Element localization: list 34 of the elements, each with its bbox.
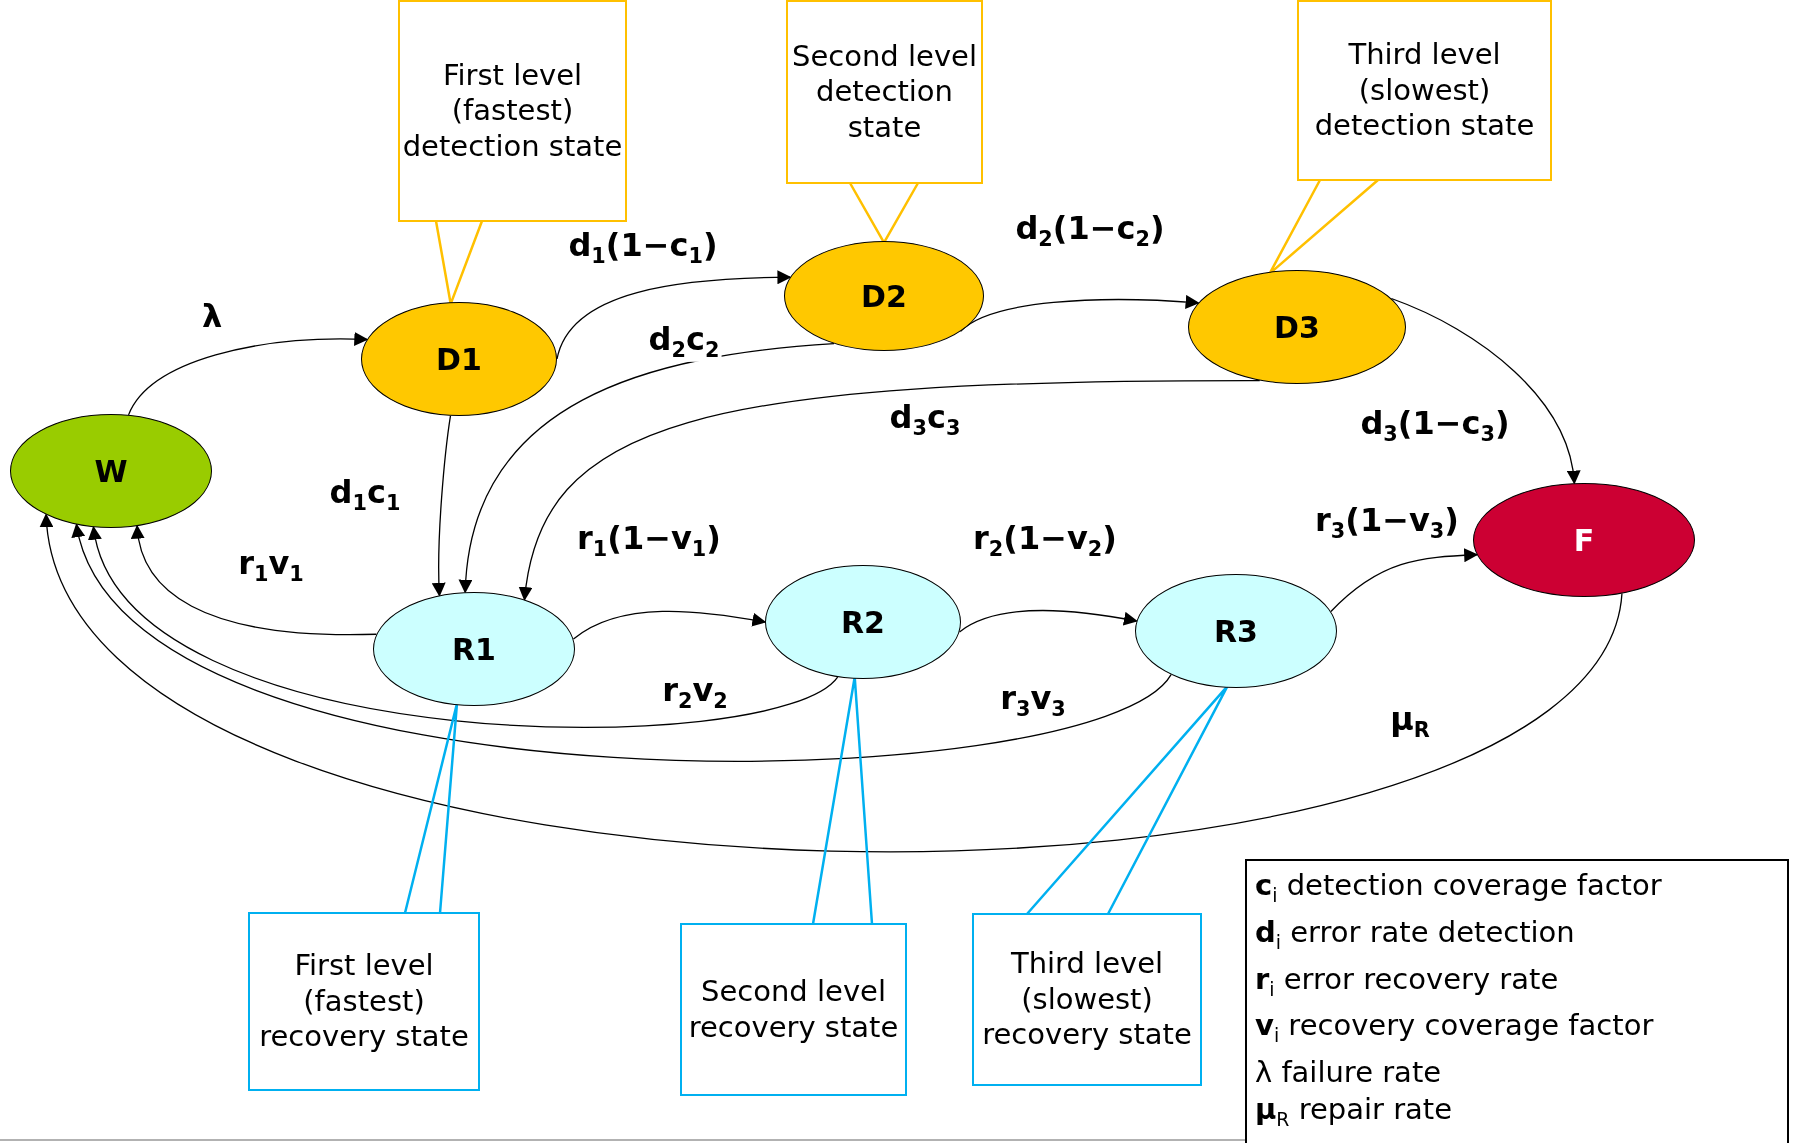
key-entry: v$_{i}$ recovery coverage factor bbox=[1255, 1007, 1655, 1049]
transition-arrow bbox=[556, 270, 792, 360]
callout-box bbox=[680, 923, 907, 1096]
state-label: W bbox=[94, 453, 128, 489]
state-label: R1 bbox=[452, 631, 496, 667]
state-label: F bbox=[1573, 522, 1595, 558]
transition-arrow bbox=[572, 610, 767, 640]
transition-arrow bbox=[459, 343, 835, 594]
state-label: D1 bbox=[436, 341, 482, 377]
state-label: R2 bbox=[841, 604, 885, 640]
key-entry: d$_{i}$ error rate detection bbox=[1255, 913, 1576, 955]
callout-text: Third level (slowest) detection state bbox=[1313, 37, 1536, 144]
transition-arrow bbox=[1390, 297, 1580, 485]
key-entry: c$_{i}$ detection coverage factor bbox=[1255, 867, 1663, 908]
key-entry: r$_{i}$ error recovery rate bbox=[1255, 960, 1560, 1002]
transition-arrow bbox=[127, 332, 369, 416]
callout-box bbox=[248, 912, 480, 1091]
callout-text: First level (fastest) recovery state bbox=[258, 948, 470, 1055]
state-label: D3 bbox=[1274, 309, 1320, 345]
state-label: D2 bbox=[861, 278, 907, 314]
callout-text: Second level recovery state bbox=[687, 974, 900, 1045]
callout-box bbox=[972, 913, 1202, 1086]
callout-box bbox=[398, 0, 627, 222]
transition-arrow bbox=[431, 415, 452, 597]
callout-box bbox=[786, 0, 983, 184]
callout-text: Third level (slowest) recovery state bbox=[981, 946, 1193, 1053]
transition-arrow bbox=[1330, 548, 1479, 613]
key-entry: μ$_{R}$ repair rate bbox=[1255, 1091, 1454, 1132]
callout-box bbox=[1297, 0, 1552, 181]
state-label: R3 bbox=[1214, 613, 1258, 649]
key-entry: λ failure rate bbox=[1255, 1054, 1443, 1092]
callout-text: First level (fastest) detection state bbox=[401, 57, 624, 165]
callout-text: Second level detection state bbox=[791, 38, 978, 146]
transition-arrow bbox=[958, 609, 1138, 633]
